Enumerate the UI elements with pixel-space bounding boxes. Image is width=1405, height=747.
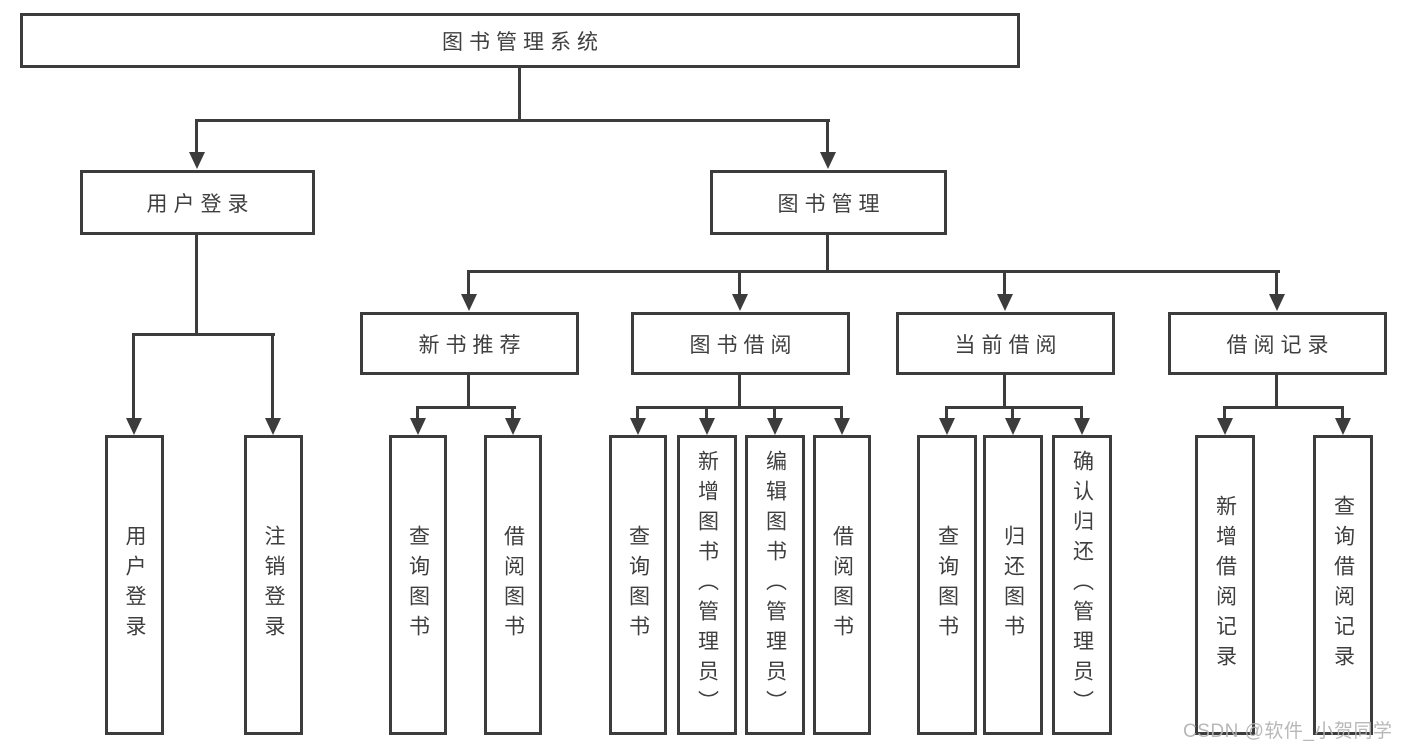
arrowhead-book-mgmt — [820, 152, 836, 169]
connector-borrowing-stem — [738, 375, 741, 409]
arrowhead-records-leaf1 — [1217, 418, 1233, 435]
leaf-label: 新增借阅记录 — [1213, 495, 1237, 675]
leaf-label: 用户登录 — [123, 525, 146, 645]
arrowhead-current — [997, 294, 1013, 311]
connector-records-stem — [1275, 375, 1278, 409]
arrowhead-user-login — [189, 152, 205, 169]
arrowhead-current-leaf1 — [939, 418, 955, 435]
arrowhead-records-leaf2 — [1335, 418, 1351, 435]
connector-records-rail — [1223, 406, 1344, 409]
node-borrow-books-recommend: 借阅图书 — [484, 435, 542, 735]
node-library-management-system: 图书管理系统 — [20, 13, 1020, 68]
connector-newbook-stem — [467, 375, 470, 409]
leaf-label: 查询图书 — [406, 525, 430, 645]
arrowhead-current-leaf2 — [1005, 418, 1021, 435]
leaf-label: 查询借阅记录 — [1331, 495, 1355, 675]
connector-root-drop — [518, 68, 521, 121]
node-borrow-books-borrowing: 借阅图书 — [813, 435, 871, 735]
connector-records-leaf1-drop — [1223, 406, 1226, 420]
leaf-label: 借阅图书 — [501, 525, 525, 645]
connector-newbook-leaf2-drop — [511, 406, 514, 420]
connector-borrowing-leaf1-drop — [636, 406, 639, 420]
arrowhead-records — [1269, 294, 1285, 311]
connector-current-rail — [945, 406, 1083, 409]
connector-current-stem — [1003, 375, 1006, 409]
node-borrowing-records: 借阅记录 — [1168, 312, 1387, 375]
connector-level2-rail — [195, 119, 830, 122]
leaf-label: 新增图书（管理员） — [695, 450, 719, 720]
connector-book-mgmt-drop — [826, 119, 829, 153]
arrowhead-newbook — [461, 294, 477, 311]
node-logout: 注销登录 — [244, 435, 303, 735]
node-current-borrowing: 当前借阅 — [896, 312, 1115, 375]
arrowhead-borrowing-leaf2 — [699, 418, 715, 435]
arrowhead-newbook-leaf2 — [505, 418, 521, 435]
leaf-label: 确认归还（管理员） — [1070, 450, 1094, 720]
node-user-login: 用户登录 — [105, 435, 164, 735]
connector-newbook-rail — [416, 406, 516, 409]
node-query-borrow-record: 查询借阅记录 — [1313, 435, 1373, 735]
connector-records-drop — [1275, 270, 1278, 296]
node-new-book-recommendation: 新书推荐 — [360, 312, 579, 375]
csdn-watermark: CSDN @软件_小贺同学 — [1183, 721, 1393, 742]
connector-current-leaf3-drop — [1080, 406, 1083, 420]
connector-newbook-drop — [467, 270, 470, 296]
node-query-books-current: 查询图书 — [917, 435, 977, 735]
leaf-label: 查询图书 — [626, 525, 650, 645]
arrowhead-login-leaf1 — [126, 418, 142, 435]
connector-book-mgmt-stem — [826, 235, 829, 273]
node-return-books: 归还图书 — [983, 435, 1043, 735]
arrowhead-login-leaf2 — [265, 418, 281, 435]
node-book-management-branch: 图书管理 — [710, 170, 947, 235]
connector-records-leaf2-drop — [1341, 406, 1344, 420]
leaf-label: 编辑图书（管理员） — [763, 450, 787, 720]
leaf-label: 查询图书 — [935, 525, 959, 645]
node-book-borrowing: 图书借阅 — [631, 312, 850, 375]
connector-borrowing-rail — [636, 406, 843, 409]
arrowhead-current-leaf3 — [1074, 418, 1090, 435]
node-add-book-admin: 新增图书（管理员） — [677, 435, 737, 735]
connector-newbook-leaf1-drop — [416, 406, 419, 420]
node-add-borrow-record: 新增借阅记录 — [1195, 435, 1255, 735]
connector-level3-rail — [467, 270, 1280, 273]
arrowhead-borrowing — [732, 294, 748, 311]
connector-borrowing-leaf3-drop — [773, 406, 776, 420]
connector-login-leaf1-drop — [132, 333, 135, 419]
connector-borrowing-leaf2-drop — [705, 406, 708, 420]
arrowhead-borrowing-leaf3 — [767, 418, 783, 435]
connector-user-login-rail — [132, 333, 275, 336]
leaf-label: 注销登录 — [262, 525, 285, 645]
node-user-login-branch: 用户登录 — [80, 170, 315, 235]
connector-current-leaf1-drop — [945, 406, 948, 420]
connector-current-leaf2-drop — [1011, 406, 1014, 420]
connector-borrowing-drop — [738, 270, 741, 296]
node-query-books-recommend: 查询图书 — [389, 435, 447, 735]
leaf-label: 借阅图书 — [830, 525, 854, 645]
connector-current-drop — [1003, 270, 1006, 296]
arrowhead-borrowing-leaf4 — [834, 418, 850, 435]
arrowhead-borrowing-leaf1 — [630, 418, 646, 435]
connector-user-login-stem — [195, 235, 198, 336]
node-confirm-return-admin: 确认归还（管理员） — [1052, 435, 1112, 735]
leaf-label: 归还图书 — [1001, 525, 1025, 645]
connector-login-leaf2-drop — [271, 333, 274, 419]
connector-borrowing-leaf4-drop — [840, 406, 843, 420]
node-query-books-borrowing: 查询图书 — [609, 435, 667, 735]
arrowhead-newbook-leaf1 — [410, 418, 426, 435]
connector-user-login-drop — [195, 119, 198, 153]
node-edit-book-admin: 编辑图书（管理员） — [745, 435, 805, 735]
